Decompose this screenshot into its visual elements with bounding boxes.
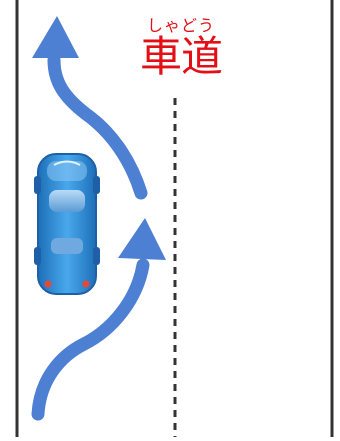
road-title-kanji: 車道 bbox=[139, 32, 223, 81]
road-title-reading: しゃどう bbox=[146, 16, 215, 35]
car-icon bbox=[34, 153, 100, 295]
curved-arrow-left-icon bbox=[32, 16, 148, 200]
road-title: しゃどう 車道 bbox=[126, 18, 236, 78]
curved-arrow-right-icon bbox=[31, 218, 166, 421]
